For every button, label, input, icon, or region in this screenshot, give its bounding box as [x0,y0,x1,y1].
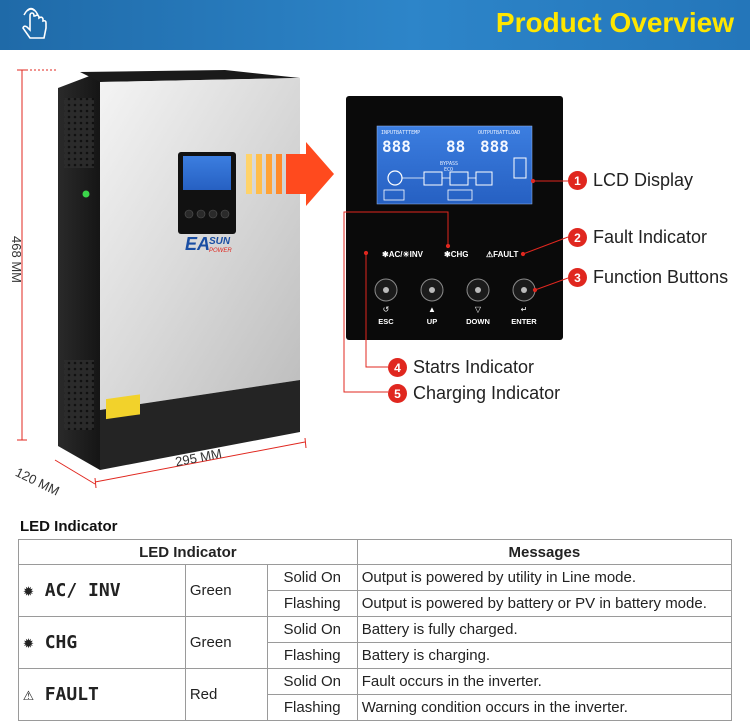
indicator-label: AC/ INV [44,580,121,601]
sun-icon: ✹ [23,632,34,653]
svg-text:POWER: POWER [209,248,232,254]
svg-text:88: 88 [446,137,465,156]
svg-text:ESC: ESC [378,317,394,326]
table-row: ✹ AC/ INV Green Solid On Output is power… [18,564,733,617]
svg-text:↵: ↵ [521,305,528,314]
svg-text:BYPASS: BYPASS [440,161,458,167]
header-messages: Messages [356,539,733,565]
callout-function-buttons: 3 Function Buttons [568,267,728,288]
table-row: ✹ CHG Green Solid On Battery is fully ch… [18,616,733,669]
callout-number: 4 [388,358,407,377]
zoom-arrow-icon [246,142,334,206]
callout-label: Charging Indicator [413,383,561,403]
control-panel: INPUTBATTTEMP OUTPUTBATTLOAD 888 88 888 … [346,96,563,340]
width-dimension-line [94,437,307,489]
svg-text:ENTER: ENTER [511,317,537,326]
led-state: Solid On [266,564,358,591]
led-message: Output is powered by utility in Line mod… [356,564,733,591]
led-message: Battery is charging. [356,642,733,669]
height-dimension-line [17,69,58,441]
callout-charging-indicator: 5 Charging Indicator [388,383,560,404]
svg-text:EA: EA [185,234,210,254]
panel-chg-label: ✱CHG [444,250,468,259]
header-banner: Product Overview [0,0,750,50]
svg-text:↺: ↺ [383,305,390,314]
table-row: ⚠ FAULT Red Solid On Fault occurs in the… [18,668,733,721]
led-section-title: LED Indicator [20,518,118,535]
callout-number: 2 [568,228,587,247]
callout-number: 3 [568,268,587,287]
sun-icon: ✹ [23,580,34,601]
table-row: Flashing Output is powered by battery or… [19,590,733,617]
led-message: Fault occurs in the inverter. [356,668,733,695]
svg-text:OUTPUTBATTLOAD: OUTPUTBATTLOAD [478,130,520,136]
svg-text:DOWN: DOWN [466,317,490,326]
led-indicator-table: LED Indicator Messages ✹ AC/ INV Green S… [18,539,733,721]
panel-fault-label: ⚠FAULT [486,250,518,259]
table-header-row: LED Indicator Messages [18,539,733,565]
led-message: Battery is fully charged. [356,616,733,643]
led-message: Output is powered by battery or PV in ba… [356,590,733,617]
callout-number: 1 [568,171,587,190]
led-color: Green [184,564,268,617]
svg-text:888: 888 [480,137,509,156]
callout-label: Function Buttons [593,267,729,287]
inverter-unit: EA SUN POWER [58,70,300,470]
led-state: Flashing [266,694,358,721]
led-state: Solid On [266,668,358,695]
callout-status-indicator: 4 Statrs Indicator [388,357,534,378]
callout-leader-lines [343,178,569,393]
callout-label: Statrs Indicator [413,357,535,377]
svg-text:SUN: SUN [209,236,231,247]
header-led-indicator: LED Indicator [18,539,358,565]
led-message: Warning condition occurs in the inverter… [356,694,733,721]
svg-text:▽: ▽ [475,305,482,314]
indicator-ac-inv: ✹ AC/ INV [18,564,186,617]
tap-hand-icon [22,7,47,39]
svg-text:ECO: ECO [444,167,453,173]
callout-fault-indicator: 2 Fault Indicator [568,227,707,248]
svg-text:UP: UP [427,317,437,326]
indicator-chg: ✹ CHG [18,616,186,669]
svg-text:888: 888 [382,137,411,156]
led-state: Solid On [266,616,358,643]
warning-triangle-icon: ⚠ [23,684,34,705]
product-illustration: EA SUN POWER INPUTBATTTEMP OUTPUTBATTLOA… [17,69,569,489]
led-color: Red [184,668,268,721]
panel-ac-inv-label: ✱AC/☀INV [382,250,424,259]
callout-label: LCD Display [593,170,694,190]
callout-label: Fault Indicator [593,227,708,247]
indicator-fault: ⚠ FAULT [18,668,186,721]
depth-dimension-line [54,459,96,485]
indicator-label: CHG [44,632,78,653]
svg-text:INPUTBATTTEMP: INPUTBATTTEMP [381,130,420,136]
table-row: Flashing Warning condition occurs in the… [19,694,733,721]
led-state: Flashing [266,590,358,617]
callout-lcd-display: 1 LCD Display [568,170,693,191]
indicator-label: FAULT [44,684,99,705]
callout-number: 5 [388,384,407,403]
led-color: Green [184,616,268,669]
page-title: Product Overview [495,7,734,38]
led-state: Flashing [266,642,358,669]
table-row: Flashing Battery is charging. [19,642,733,669]
svg-text:▲: ▲ [428,305,436,314]
height-dimension-label: 468 MM [8,236,24,283]
